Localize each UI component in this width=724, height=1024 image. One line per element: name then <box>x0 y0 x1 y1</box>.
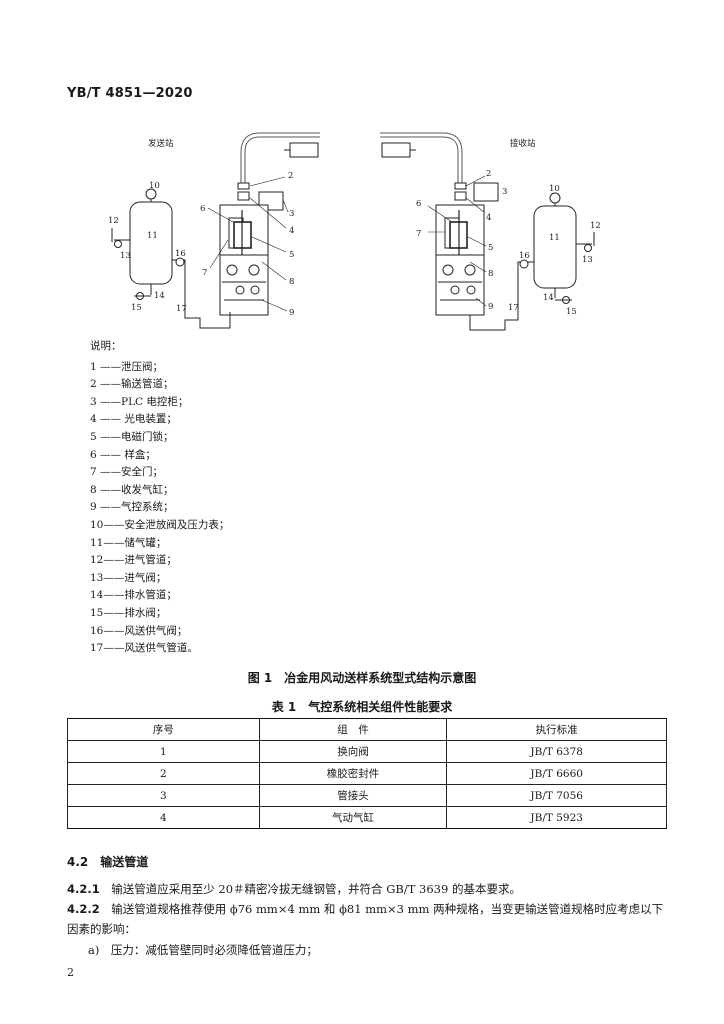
right-relief-valve-box <box>381 142 411 158</box>
legend-title: 说明： <box>90 340 122 352</box>
legend-item: 7 ——安全门； <box>90 466 164 479</box>
legend-item: 2 ——输送管道； <box>90 378 174 391</box>
callout-left-16: 16 <box>175 249 186 259</box>
clause-4-2-2: 4.2.2 输送管道规格推荐使用 ϕ76 mm×4 mm 和 ϕ81 mm×3 … <box>67 899 667 939</box>
callout-left-2: 2 <box>288 171 293 181</box>
callout-left-7: 7 <box>202 268 207 278</box>
table-row: 1 换向阀 JB/T 6378 <box>67 740 667 763</box>
callout-right-7: 7 <box>416 229 421 239</box>
callout-right-15: 15 <box>566 307 577 317</box>
callout-right-12: 12 <box>590 221 601 231</box>
header-cell: 执行标准 <box>446 718 667 741</box>
clause-text: 输送管道规格推荐使用 ϕ76 mm×4 mm 和 ϕ81 mm×3 mm 两种规… <box>67 902 664 936</box>
legend-item: 1 ——泄压阀； <box>90 360 164 373</box>
legend-item: 3 ——PLC 电控柜； <box>90 395 189 408</box>
page-number: 2 <box>67 966 74 979</box>
callout-right-6: 6 <box>416 199 421 209</box>
clause-number: 4.2.1 <box>67 882 100 896</box>
header-cell: 序号 <box>67 718 260 741</box>
table-cell: 换向阀 <box>258 740 448 763</box>
callout-left-17: 17 <box>176 304 187 314</box>
table-cell: JB/T 5923 <box>446 806 667 829</box>
callout-right-16: 16 <box>519 251 530 261</box>
list-item-a: a) 压力：减低管壁同时必须降低管道压力； <box>88 943 318 957</box>
system-structure-diagram: 发送站 10 12 13 11 15 14 16 17 <box>108 132 601 331</box>
table-cell: 1 <box>67 740 260 763</box>
callout-left-8: 8 <box>289 277 294 287</box>
table-cell: 4 <box>67 806 260 829</box>
legend-item: 9 ——气控系统； <box>90 501 174 514</box>
relief-valve-box <box>289 142 319 158</box>
table-cell: JB/T 6660 <box>446 762 667 785</box>
callout-right-8: 8 <box>488 269 493 279</box>
callout-left-4: 4 <box>289 226 294 236</box>
callout-right-9: 9 <box>488 302 493 312</box>
legend-item: 10——安全泄放阀及压力表； <box>90 518 230 531</box>
callout-left-13: 13 <box>120 251 131 261</box>
legend-item: 8 ——收发气缸； <box>90 483 174 496</box>
header-cell: 组 件 <box>258 718 448 741</box>
legend-item: 6 —— 样盒； <box>90 448 156 461</box>
table-cell: 管接头 <box>258 784 448 807</box>
table-cell: JB/T 6378 <box>446 740 667 763</box>
callout-left-9: 9 <box>289 308 294 318</box>
callout-right-2: 2 <box>486 169 491 179</box>
callout-left-11: 11 <box>147 231 158 241</box>
callout-right-11: 11 <box>549 233 560 243</box>
legend-item: 15——排水阀； <box>90 606 167 619</box>
callout-left-10: 10 <box>149 181 160 191</box>
standard-code-header: YB/T 4851—2020 <box>67 86 193 101</box>
legend-item: 16——风送供气阀； <box>90 624 188 637</box>
figure-caption: 图 1 冶金用风动送样系统型式结构示意图 <box>247 671 477 685</box>
callout-left-6: 6 <box>200 204 205 214</box>
table-row: 3 管接头 JB/T 7056 <box>67 784 667 807</box>
callout-left-5: 5 <box>289 250 294 260</box>
callout-right-5: 5 <box>488 243 493 253</box>
callout-right-4: 4 <box>486 213 491 223</box>
legend-item: 14——排水管道； <box>90 589 177 602</box>
callout-right-17: 17 <box>508 303 519 313</box>
left-station-label: 发送站 <box>148 138 174 149</box>
callout-left-3: 3 <box>289 209 294 219</box>
legend-item: 4 —— 光电装置； <box>90 413 177 426</box>
section-title: 4.2 输送管道 <box>67 855 149 869</box>
legend-item: 12——进气管道； <box>90 554 177 567</box>
clause-4-2-1: 4.2.1 输送管道应采用至少 20＃精密冷拔无缝钢管，并符合 GB/T 363… <box>67 879 667 899</box>
left-air-tank <box>129 201 173 285</box>
callout-right-14: 14 <box>543 293 554 303</box>
figure-legend: 说明： 1 ——泄压阀； 2 ——输送管道； 3 ——PLC 电控柜； 4 ——… <box>90 338 229 658</box>
table-caption: 表 1 气控系统相关组件性能要求 <box>271 700 453 714</box>
legend-item: 11——储气罐； <box>90 536 167 549</box>
table-cell: 3 <box>67 784 260 807</box>
callout-right-3: 3 <box>502 187 507 197</box>
callout-left-14: 14 <box>154 291 165 301</box>
callout-right-10: 10 <box>549 184 560 194</box>
table-cell: 橡胶密封件 <box>258 762 448 785</box>
plc-cabinet-right <box>473 182 499 202</box>
legend-item: 17——风送供气管道。 <box>90 642 198 655</box>
clause-text: 输送管道应采用至少 20＃精密冷拔无缝钢管，并符合 GB/T 3639 的基本要… <box>111 882 521 896</box>
right-station-label: 接收站 <box>510 138 536 149</box>
table-header-row: 序号 组 件 执行标准 <box>67 718 667 741</box>
callout-left-15: 15 <box>131 303 142 313</box>
legend-item: 13——进气阀； <box>90 571 167 584</box>
table-cell: JB/T 7056 <box>446 784 667 807</box>
table-row: 4 气动气缸 JB/T 5923 <box>67 806 667 829</box>
table-row: 2 橡胶密封件 JB/T 6660 <box>67 762 667 785</box>
table-cell: 2 <box>67 762 260 785</box>
callout-right-13: 13 <box>582 255 593 265</box>
callout-left-12: 12 <box>108 216 119 226</box>
legend-item: 5 ——电磁门锁； <box>90 430 174 443</box>
right-air-tank <box>533 205 577 289</box>
clause-number: 4.2.2 <box>67 902 100 916</box>
table-cell: 气动气缸 <box>258 806 448 829</box>
component-requirements-table: 序号 组 件 执行标准 1 换向阀 JB/T 6378 2 橡胶密封件 JB/T… <box>67 718 667 829</box>
